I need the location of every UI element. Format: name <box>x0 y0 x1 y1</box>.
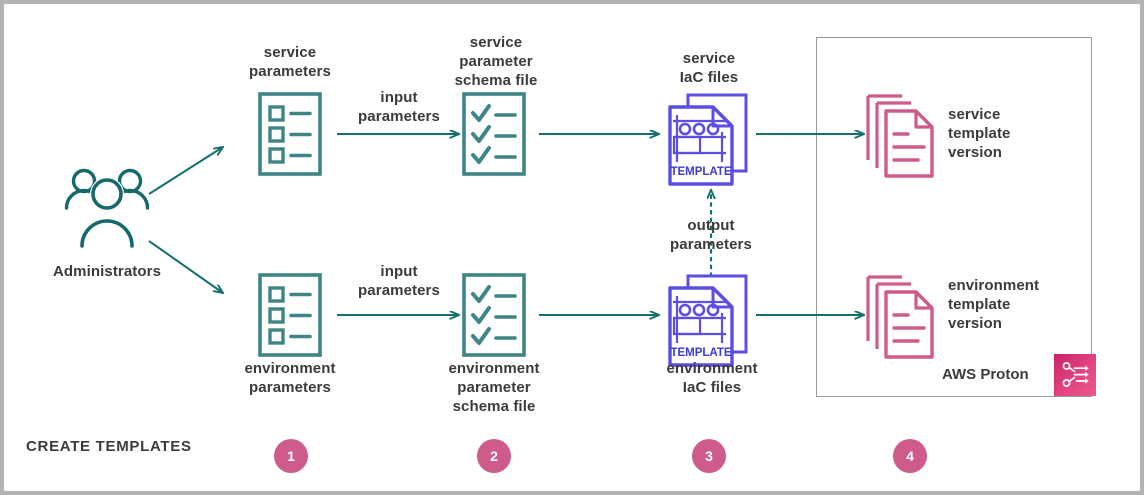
output-parameters-label: output parameters <box>670 217 752 253</box>
aws-proton-group-box <box>816 37 1092 397</box>
step-badge-1: 1 <box>274 439 308 473</box>
service-parameters-label: service parameters <box>249 44 331 80</box>
environment-template-version-label: environment template version <box>948 277 1040 332</box>
checklist-checks-icon <box>462 273 526 357</box>
checklist-checks-icon <box>462 92 526 176</box>
template-files-icon: TEMPLATE <box>666 92 758 188</box>
service-parameter-schema-file-label: service parameter schema file <box>454 34 538 89</box>
service-iac-files-label: service IaC files <box>679 50 739 86</box>
aws-proton-icon <box>1054 354 1096 396</box>
service-input-parameters-label: input parameters <box>358 89 440 125</box>
environment-parameter-schema-file-label: environment parameter schema file <box>448 360 540 415</box>
aws-proton-label: AWS Proton <box>942 366 1029 383</box>
step-badge-3: 3 <box>692 439 726 473</box>
environment-iac-files-label: environment IaC files <box>666 360 758 396</box>
step-badge-4: 4 <box>893 439 927 473</box>
environment-input-parameters-label: input parameters <box>358 263 440 299</box>
create-templates-label: CREATE TEMPLATES <box>26 438 192 455</box>
environment-parameters-label: environment parameters <box>244 360 336 396</box>
documents-stack-icon <box>864 92 942 180</box>
users-icon <box>59 164 155 252</box>
checklist-squares-icon <box>258 273 322 357</box>
administrators-label: Administrators <box>52 263 162 280</box>
template-badge-text: TEMPLATE <box>670 347 731 359</box>
service-template-version-label: service template version <box>948 106 1011 161</box>
checklist-squares-icon <box>258 92 322 176</box>
edge-admins-to-service-parameters <box>148 147 223 195</box>
template-files-icon: TEMPLATE <box>666 273 758 369</box>
template-badge-text: TEMPLATE <box>670 166 731 178</box>
documents-stack-icon <box>864 273 942 361</box>
step-badge-2: 2 <box>477 439 511 473</box>
